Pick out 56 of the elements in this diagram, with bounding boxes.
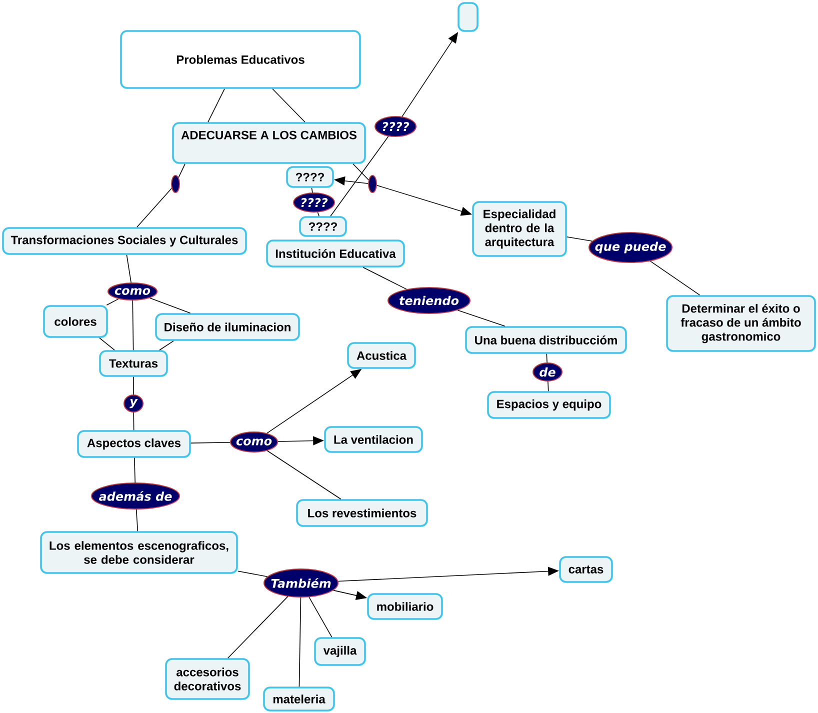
concept-box: Transformaciones Sociales y Culturales — [2, 227, 247, 255]
concept-box: colores — [43, 305, 108, 338]
small-ellipse — [171, 175, 180, 193]
connector-line — [136, 509, 138, 532]
concept-box: La ventilacion — [324, 426, 423, 453]
connector-line — [650, 260, 700, 296]
concept-box: Especialidad dentro de la arquitectura — [472, 201, 567, 257]
connector-line — [298, 597, 302, 687]
connector-line — [238, 570, 268, 578]
connector-line — [149, 298, 191, 314]
concept-box: cartas — [559, 556, 613, 583]
connector-line — [317, 212, 320, 216]
connector-line — [457, 310, 506, 326]
connector-line — [178, 164, 186, 178]
connector-line — [132, 300, 134, 350]
concept-box: ???? — [299, 216, 347, 237]
concept-box: mobiliario — [367, 593, 443, 620]
concept-box: Los elementos escenograficos, se debe considerar — [40, 531, 238, 574]
connector-line — [126, 254, 132, 283]
connector-line — [272, 88, 306, 122]
connector-line — [311, 188, 313, 193]
connector-line — [266, 450, 342, 500]
concept-box: Texturas — [99, 350, 168, 377]
concept-box: Determinar el éxito o fracaso de un ámbito gastronomico — [666, 295, 816, 352]
connector-line — [133, 412, 134, 430]
concept-box: Problemas Educativos — [120, 30, 361, 89]
connector-line — [308, 596, 332, 638]
concept-box: mateleria — [263, 686, 335, 712]
connector-line — [546, 354, 548, 363]
connector-line — [136, 188, 172, 228]
concept-box: ADECUARSE A LOS CAMBIOS — [172, 122, 366, 164]
connector-line — [227, 596, 288, 658]
connector-line — [330, 136, 389, 216]
concept-box: Acustica — [347, 342, 416, 369]
small-ellipse — [368, 175, 377, 193]
connector-line — [159, 340, 174, 350]
connector-line — [352, 164, 369, 180]
concept-box: ???? — [286, 166, 334, 188]
concept-box: Institución Educativa — [266, 240, 405, 268]
connector-line — [99, 338, 115, 350]
connector-line — [548, 381, 549, 392]
concept-box: Una buena distribuccióm — [465, 326, 627, 354]
concept-box: Aspectos claves — [77, 430, 191, 458]
concept-box: Los revestimientos — [296, 499, 428, 527]
connector-line — [566, 236, 593, 242]
connector-line — [208, 88, 225, 122]
connector-line — [362, 267, 407, 290]
concept-box: Espacios y equipo — [487, 391, 611, 419]
connector-line — [190, 442, 230, 444]
concept-box: accesorios decorativos — [165, 658, 250, 700]
concept-box: vajilla — [314, 637, 366, 666]
connector-line — [133, 376, 134, 395]
concept-box: Diseño de iluminacion — [155, 313, 300, 341]
connector-line — [106, 298, 119, 306]
connector-line — [134, 458, 136, 483]
empty-box — [458, 2, 478, 32]
